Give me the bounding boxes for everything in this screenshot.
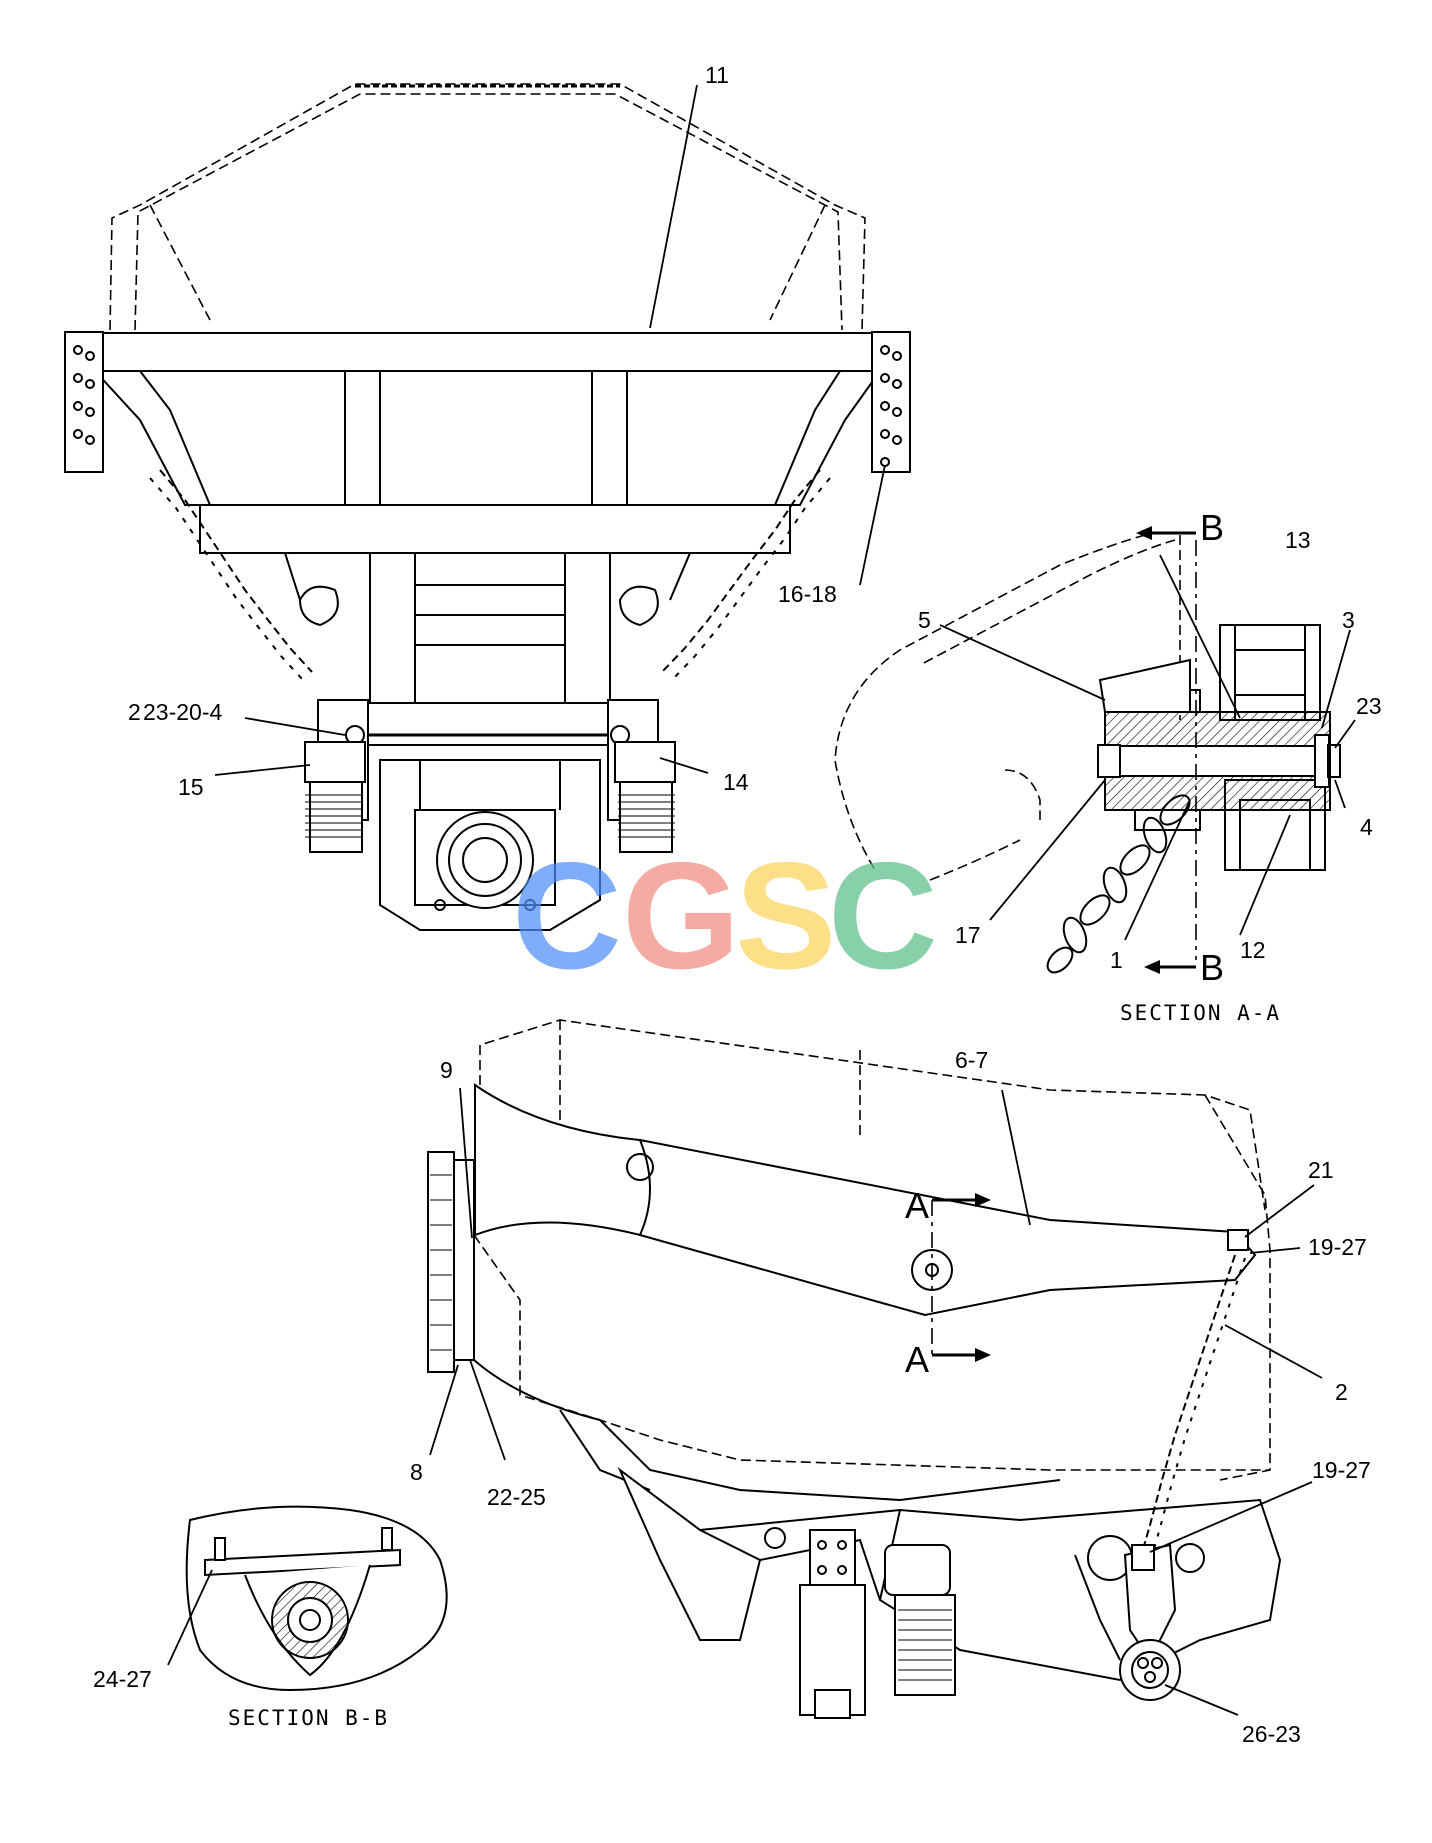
callout-8: 8 — [410, 1459, 423, 1485]
section-a-bottom: A — [905, 1339, 929, 1380]
callout-23-20-4: 23-20-4 — [143, 699, 222, 725]
caption-section-bb: SECTION B-B — [228, 1706, 389, 1730]
watermark-letter-c1: C — [512, 831, 622, 1001]
callout-4: 4 — [1360, 814, 1373, 840]
section-markers: B B A A — [905, 507, 1224, 1380]
callout-19-27-bottom: 19-27 — [1312, 1457, 1371, 1483]
watermark-letter-s: S — [735, 831, 836, 1001]
front-chain-left — [149, 469, 313, 681]
side-view-drawing — [427, 1019, 1282, 1719]
callout-6-7: 6-7 — [955, 1047, 988, 1073]
section-aa-drawing — [834, 526, 1341, 974]
callout-17: 17 — [955, 922, 981, 948]
section-aa-chain — [1046, 794, 1191, 974]
front-view-drawing — [64, 83, 911, 931]
callout-11: 11 — [705, 62, 729, 88]
callout-14: 14 — [723, 769, 749, 795]
callout-22-25: 22-25 — [487, 1484, 546, 1510]
callout-prefix: 2 — [128, 699, 141, 725]
side-plate-bolts — [73, 345, 902, 467]
callout-12: 12 — [1240, 937, 1266, 963]
callout-15: 15 — [178, 774, 204, 800]
callout-5: 5 — [918, 607, 931, 633]
cgsc-watermark: C G S C — [512, 831, 938, 1001]
watermark-letter-c2: C — [828, 831, 938, 1001]
section-a-top: A — [905, 1185, 929, 1226]
callout-2: 2 — [1335, 1379, 1348, 1405]
callout-3: 3 — [1342, 607, 1355, 633]
callout-21: 21 — [1308, 1157, 1334, 1183]
section-b-top: B — [1200, 507, 1224, 548]
callout-13: 13 — [1285, 527, 1311, 553]
callout-19-27-top: 19-27 — [1308, 1234, 1367, 1260]
caption-section-aa: SECTION A-A — [1120, 1001, 1281, 1025]
callout-23: 23 — [1356, 693, 1382, 719]
right-cylinder — [614, 741, 676, 853]
side-chain — [1139, 1254, 1246, 1564]
callout-1: 1 — [1110, 947, 1123, 973]
callout-9: 9 — [440, 1057, 453, 1083]
left-cylinder — [304, 741, 366, 853]
watermark-letter-g: G — [622, 831, 740, 1001]
callout-labels: 11 16-18 2 23-20-4 15 14 13 5 3 23 4 17 … — [93, 62, 1382, 1747]
section-b-bottom: B — [1200, 947, 1224, 988]
callout-24-27: 24-27 — [93, 1666, 152, 1692]
callout-26-23: 26-23 — [1242, 1721, 1301, 1747]
leader-lines — [167, 84, 1356, 1716]
section-bb-drawing — [185, 1505, 448, 1692]
front-chain-right — [661, 469, 831, 681]
callout-16-18: 16-18 — [778, 581, 837, 607]
